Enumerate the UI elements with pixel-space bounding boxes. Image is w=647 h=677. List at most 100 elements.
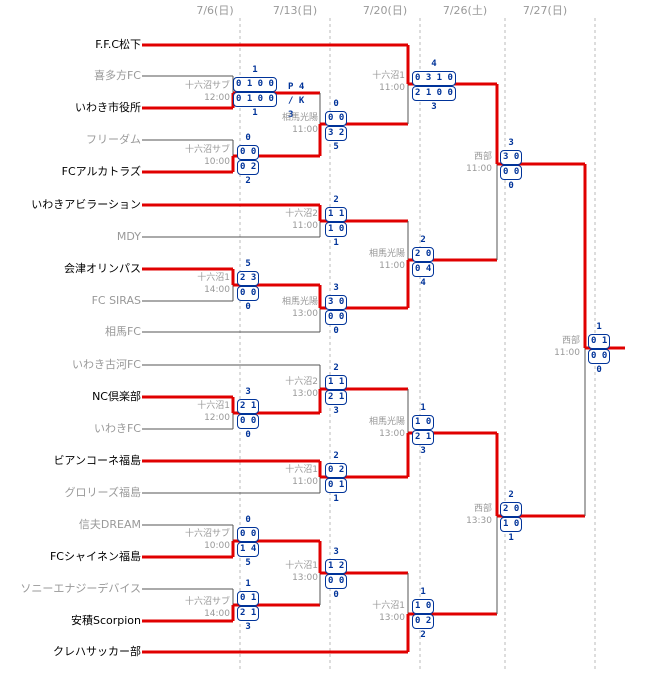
team-name: 会津オリンパス xyxy=(64,262,141,275)
score-total-top: 2 xyxy=(508,490,514,500)
date-header: 7/6(日) xyxy=(196,4,234,17)
score-halves-bottom: 2 1 xyxy=(412,430,435,445)
team-name: クレハサッカー部 xyxy=(53,645,141,658)
team-name: FCシャイネン福島 xyxy=(49,550,141,563)
score-total-bottom: 3 xyxy=(245,622,251,632)
score-total-bottom: 3 xyxy=(420,446,426,456)
score-halves-bottom: 0 0 xyxy=(325,310,348,325)
team-name: 相馬FC xyxy=(104,325,141,338)
score-halves-top: 3 0 xyxy=(500,150,523,165)
score-total-bottom: 0 xyxy=(508,181,514,191)
venue-name: 十六沼サブ xyxy=(184,81,230,91)
match-venue: 西部 13:30 xyxy=(432,503,492,527)
team-name: ソニーエナジーデバイス xyxy=(20,582,141,595)
kickoff-time: 12:00 xyxy=(204,93,230,103)
kickoff-time: 13:00 xyxy=(379,429,405,439)
team-name: グロリーズ福島 xyxy=(64,486,141,499)
score-halves-bottom: 0 1 xyxy=(325,478,348,493)
score-total-bottom: 0 xyxy=(333,590,339,600)
team-name: 喜多方FC xyxy=(93,69,141,82)
venue-name: 十六沼1 xyxy=(285,561,318,571)
score-halves-bottom: 0 0 xyxy=(588,349,611,364)
venue-name: 十六沼1 xyxy=(285,465,318,475)
score-halves-top: 1 1 xyxy=(325,207,348,222)
date-header: 7/20(日) xyxy=(362,4,408,17)
score-halves-top: 1 0 xyxy=(412,599,435,614)
score-total-top: 1 xyxy=(245,579,251,589)
venue-name: 西部 xyxy=(473,504,492,514)
kickoff-time: 11:00 xyxy=(292,125,318,135)
score-total-bottom: 4 xyxy=(420,278,426,288)
match-venue: 相馬光陽 11:00 xyxy=(345,248,405,272)
score-halves-bottom: 0 2 xyxy=(412,614,435,629)
score-total-top: 0 xyxy=(333,99,339,109)
score-total-bottom: 1 xyxy=(333,238,339,248)
kickoff-time: 14:00 xyxy=(204,609,230,619)
kickoff-time: 11:00 xyxy=(379,261,405,271)
team-name: フリーダム xyxy=(86,133,141,146)
match-venue: 十六沼サブ 12:00 xyxy=(170,80,230,104)
match-venue: 相馬光陽 13:00 xyxy=(345,416,405,440)
match-venue: 十六沼サブ 14:00 xyxy=(170,596,230,620)
score-halves-bottom: 0 0 xyxy=(237,286,260,301)
score-total-bottom: 1 xyxy=(252,108,258,118)
score-halves-top: 2 0 xyxy=(500,502,523,517)
venue-name: 十六沼サブ xyxy=(184,597,230,607)
team-name: NC倶楽部 xyxy=(92,390,141,403)
date-header: 7/26(土) xyxy=(442,4,488,17)
score-total-top: 3 xyxy=(333,547,339,557)
score-total-top: 3 xyxy=(508,138,514,148)
score-halves-top: 1 2 xyxy=(325,559,348,574)
kickoff-time: 11:00 xyxy=(379,83,405,93)
score-halves-top: 0 1 xyxy=(588,334,611,349)
score-halves-top: 0 0 xyxy=(237,527,260,542)
score-total-top: 1 xyxy=(252,65,258,75)
score-total-bottom: 5 xyxy=(333,142,339,152)
venue-name: 十六沼1 xyxy=(372,71,405,81)
score-total-bottom: 5 xyxy=(245,558,251,568)
score-halves-top: 0 1 xyxy=(237,591,260,606)
score-halves-bottom: 0 4 xyxy=(412,262,435,277)
team-name: 信夫DREAM xyxy=(78,518,141,531)
score-halves-bottom: 0 2 xyxy=(237,160,260,175)
venue-name: 十六沼2 xyxy=(285,209,318,219)
team-name: F.F.C松下 xyxy=(95,38,141,51)
kickoff-time: 13:30 xyxy=(466,516,492,526)
score-total-bottom: 2 xyxy=(245,176,251,186)
team-name: いわきアビラーション xyxy=(31,198,141,211)
score-halves-bottom: 1 0 xyxy=(325,222,348,237)
team-name: FC SIRAS xyxy=(91,294,141,307)
score-halves-top: 1 1 xyxy=(325,375,348,390)
venue-name: 相馬光陽 xyxy=(368,417,405,427)
score-halves-top: 0 0 xyxy=(325,111,348,126)
venue-name: 相馬光陽 xyxy=(368,249,405,259)
score-halves-top: 2 0 xyxy=(412,247,435,262)
score-total-top: 2 xyxy=(420,235,426,245)
score-halves-top: 0 2 xyxy=(325,463,348,478)
team-name: いわき市役所 xyxy=(75,101,141,114)
